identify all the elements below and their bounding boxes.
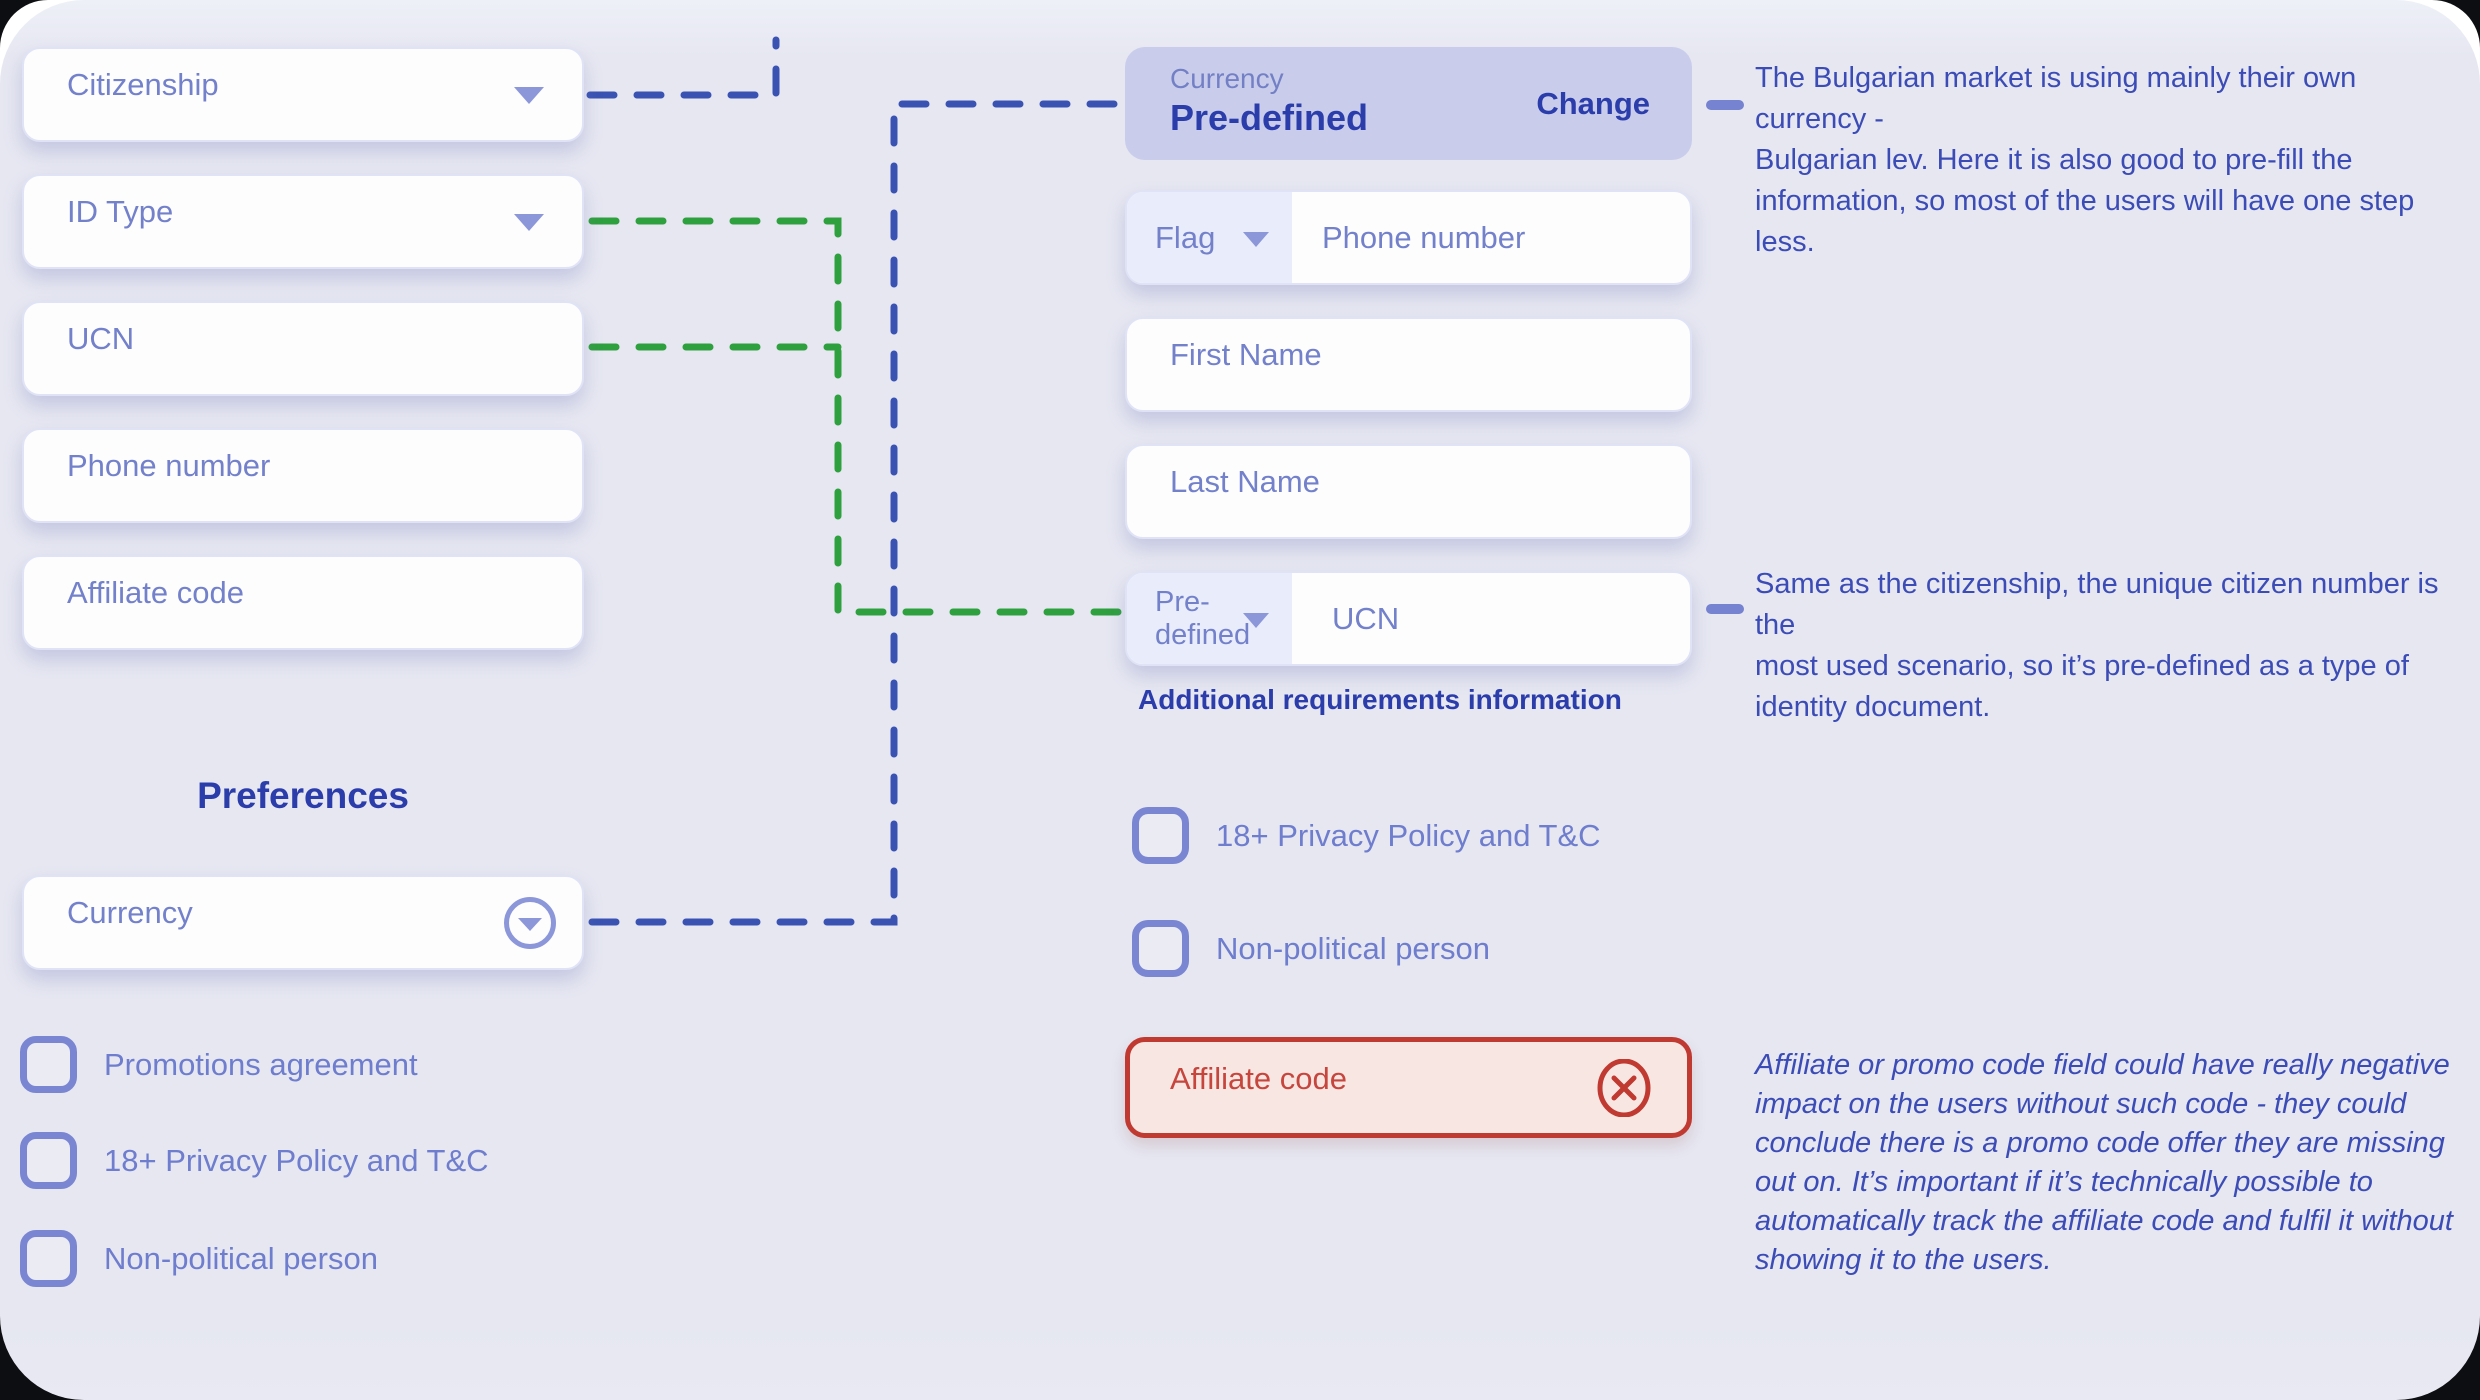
currency-field[interactable]: Currency	[22, 875, 584, 970]
id-type-field[interactable]: ID Type	[22, 174, 584, 269]
connector-currency-blue	[588, 100, 1124, 926]
chevron-down-icon	[1243, 231, 1269, 247]
privacy-label: 18+ Privacy Policy and T&C	[1216, 817, 1601, 853]
citizenship-field[interactable]: Citizenship	[22, 47, 584, 142]
connector-idtype-green	[588, 217, 1124, 616]
id-type-dropdown[interactable]: Pre-defined	[1127, 573, 1292, 664]
preferences-heading: Preferences	[197, 775, 409, 816]
error-close-icon[interactable]	[1595, 1058, 1653, 1117]
annotation-ucn: Same as the citizenship, the unique citi…	[1755, 568, 2439, 723]
nonpolitical-checkbox[interactable]	[20, 1230, 77, 1287]
flag-label: Flag	[1155, 219, 1216, 255]
id-type-label: ID Type	[67, 194, 174, 229]
checkbox-row-nonpolitical-left: Non-political person	[20, 1230, 378, 1287]
currency-card-value: Pre-defined	[1170, 97, 1369, 138]
annotation-dash	[1706, 100, 1744, 110]
checkbox-row-privacy-left: 18+ Privacy Policy and T&C	[20, 1132, 489, 1189]
phone-number-label: Phone number	[67, 448, 271, 483]
last-name-placeholder: Last Name	[1170, 464, 1320, 499]
phone-with-flag-field[interactable]: Flag Phone number	[1125, 190, 1692, 285]
nonpolitical-label: Non-political person	[104, 1240, 378, 1276]
ucn-field[interactable]: UCN	[22, 301, 584, 396]
annotation-dash	[1706, 604, 1744, 614]
promotions-checkbox[interactable]	[20, 1036, 77, 1093]
currency-label: Currency	[67, 895, 193, 930]
affiliate-code-error-label: Affiliate code	[1170, 1061, 1347, 1096]
flag-dropdown[interactable]: Flag	[1127, 192, 1292, 283]
predefined-label: Pre-defined	[1155, 585, 1251, 651]
privacy-label: 18+ Privacy Policy and T&C	[104, 1142, 489, 1178]
change-button[interactable]: Change	[1536, 85, 1650, 121]
promotions-label: Promotions agreement	[104, 1046, 418, 1082]
first-name-placeholder: First Name	[1170, 337, 1322, 372]
chevron-down-icon	[514, 213, 544, 231]
phone-number-field[interactable]: Phone number	[22, 428, 584, 523]
nonpolitical-label: Non-political person	[1216, 930, 1490, 966]
nonpolitical-checkbox[interactable]	[1132, 920, 1189, 977]
affiliate-code-field[interactable]: Affiliate code	[22, 555, 584, 650]
checkbox-row-promotions: Promotions agreement	[20, 1036, 418, 1093]
currency-card-label: Currency	[1170, 63, 1284, 94]
currency-predefined-card[interactable]: Currency Pre-defined Change	[1125, 47, 1692, 160]
annotation-currency: The Bulgarian market is using mainly the…	[1755, 62, 2415, 258]
checkbox-row-nonpolitical-right: Non-political person	[1132, 920, 1490, 977]
ucn-placeholder: UCN	[1332, 600, 1400, 636]
first-name-field[interactable]: First Name	[1125, 317, 1692, 412]
additional-requirements-text: Additional requirements information	[1138, 684, 1622, 715]
chevron-down-icon	[1243, 612, 1269, 628]
ucn-label: UCN	[67, 321, 135, 356]
affiliate-code-label: Affiliate code	[67, 575, 244, 610]
citizenship-label: Citizenship	[67, 67, 219, 102]
chevron-down-icon	[514, 86, 544, 104]
affiliate-code-error-field[interactable]: Affiliate code	[1125, 1037, 1692, 1138]
chevron-down-circle-icon	[504, 896, 556, 949]
annotation-affiliate: Affiliate or promo code field could have…	[1755, 1049, 2453, 1276]
last-name-field[interactable]: Last Name	[1125, 444, 1692, 539]
privacy-checkbox[interactable]	[1132, 807, 1189, 864]
phone-placeholder: Phone number	[1322, 219, 1526, 255]
connector-citizenship-blue	[586, 36, 780, 99]
checkbox-row-privacy-right: 18+ Privacy Policy and T&C	[1132, 807, 1601, 864]
ucn-predefined-field[interactable]: Pre-defined UCN	[1125, 571, 1692, 666]
privacy-checkbox[interactable]	[20, 1132, 77, 1189]
